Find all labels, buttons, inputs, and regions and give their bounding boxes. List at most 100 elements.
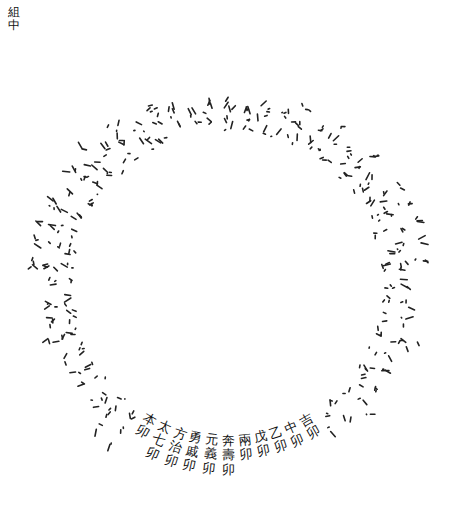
brush-stroke — [421, 242, 428, 246]
brush-stroke — [80, 342, 82, 344]
brush-stroke — [377, 214, 378, 216]
brush-glyph — [363, 172, 375, 184]
ring-glyph-column: 元義卯 — [201, 432, 218, 476]
brush-stroke — [49, 325, 52, 328]
brush-stroke — [132, 411, 134, 414]
brush-stroke — [385, 287, 388, 289]
brush-glyph — [343, 387, 351, 396]
brush-stroke — [105, 142, 109, 146]
brush-stroke — [116, 120, 121, 125]
brush-glyph — [80, 174, 88, 183]
brush-stroke — [147, 137, 150, 139]
brush-stroke — [341, 161, 346, 166]
brush-stroke — [69, 279, 72, 281]
brush-stroke — [350, 154, 351, 155]
brush-stroke — [35, 221, 42, 226]
brush-stroke — [114, 133, 120, 139]
brush-stroke — [366, 201, 370, 204]
brush-stroke — [32, 258, 33, 261]
brush-stroke — [401, 187, 405, 191]
brush-stroke — [321, 128, 323, 131]
brush-stroke — [62, 335, 63, 339]
brush-stroke — [210, 103, 212, 108]
brush-glyph — [77, 381, 84, 387]
brush-stroke — [330, 400, 332, 402]
brush-stroke — [333, 135, 338, 142]
brush-stroke — [348, 417, 353, 422]
brush-stroke — [347, 174, 352, 179]
brush-glyph — [61, 263, 74, 268]
brush-stroke — [370, 154, 376, 160]
brush-stroke — [140, 138, 144, 144]
brush-glyph — [42, 264, 58, 271]
brush-glyph — [67, 308, 79, 323]
brush-stroke — [198, 121, 201, 122]
brush-stroke — [80, 215, 83, 217]
brush-stroke — [360, 384, 364, 387]
brush-stroke — [377, 326, 380, 330]
brush-glyph — [88, 199, 95, 207]
brush-stroke — [47, 197, 54, 201]
brush-stroke — [386, 263, 390, 265]
brush-stroke — [243, 126, 245, 130]
brush-glyph — [65, 243, 77, 256]
brush-glyph — [131, 120, 146, 135]
brush-stroke — [61, 209, 67, 212]
brush-stroke — [172, 109, 174, 113]
brush-glyph — [271, 127, 281, 139]
brush-glyph — [119, 427, 124, 433]
brush-stroke — [67, 310, 71, 314]
brush-stroke — [83, 176, 86, 179]
brush-stroke — [295, 134, 300, 140]
brush-stroke — [232, 106, 235, 110]
brush-stroke — [61, 334, 66, 339]
brush-stroke — [203, 112, 206, 114]
brush-glyph — [401, 228, 405, 233]
brush-stroke — [79, 215, 82, 218]
brush-glyph — [70, 368, 81, 378]
brush-stroke — [150, 110, 152, 113]
brush-glyph — [377, 190, 392, 204]
brush-stroke — [328, 427, 329, 428]
brush-glyph — [291, 119, 304, 130]
brush-glyph — [356, 373, 369, 387]
brush-stroke — [92, 165, 97, 170]
brush-stroke — [135, 158, 138, 160]
brush-stroke — [53, 341, 59, 344]
brush-stroke — [72, 309, 76, 312]
brush-glyph — [150, 113, 163, 127]
brush-glyph — [415, 258, 428, 264]
brush-stroke — [148, 104, 152, 106]
brush-glyph — [32, 235, 43, 248]
brush-stroke — [403, 243, 404, 245]
brush-stroke — [80, 179, 82, 181]
brush-glyph — [127, 410, 137, 420]
brush-glyph — [114, 132, 126, 146]
brush-stroke — [123, 427, 124, 428]
brush-glyph — [62, 354, 71, 365]
brush-glyph — [285, 131, 300, 146]
brush-stroke — [107, 173, 112, 178]
brush-stroke — [323, 158, 327, 161]
brush-stroke — [363, 400, 368, 404]
brush-stroke — [72, 229, 77, 231]
brush-stroke — [73, 315, 76, 317]
brush-stroke — [358, 398, 360, 400]
brush-glyph — [382, 312, 389, 322]
brush-glyph — [84, 155, 102, 173]
brush-glyph — [47, 316, 56, 328]
brush-stroke — [398, 204, 400, 205]
brush-stroke — [92, 429, 99, 436]
brush-stroke — [401, 228, 403, 232]
brush-stroke — [247, 119, 250, 122]
brush-stroke — [178, 121, 180, 126]
brush-stroke — [334, 143, 336, 145]
brush-stroke — [384, 207, 385, 209]
brush-stroke — [190, 116, 192, 118]
brush-stroke — [48, 205, 50, 207]
brush-stroke — [224, 119, 226, 123]
brush-stroke — [375, 352, 376, 355]
brush-glyph — [399, 261, 409, 271]
brush-stroke — [79, 372, 81, 374]
